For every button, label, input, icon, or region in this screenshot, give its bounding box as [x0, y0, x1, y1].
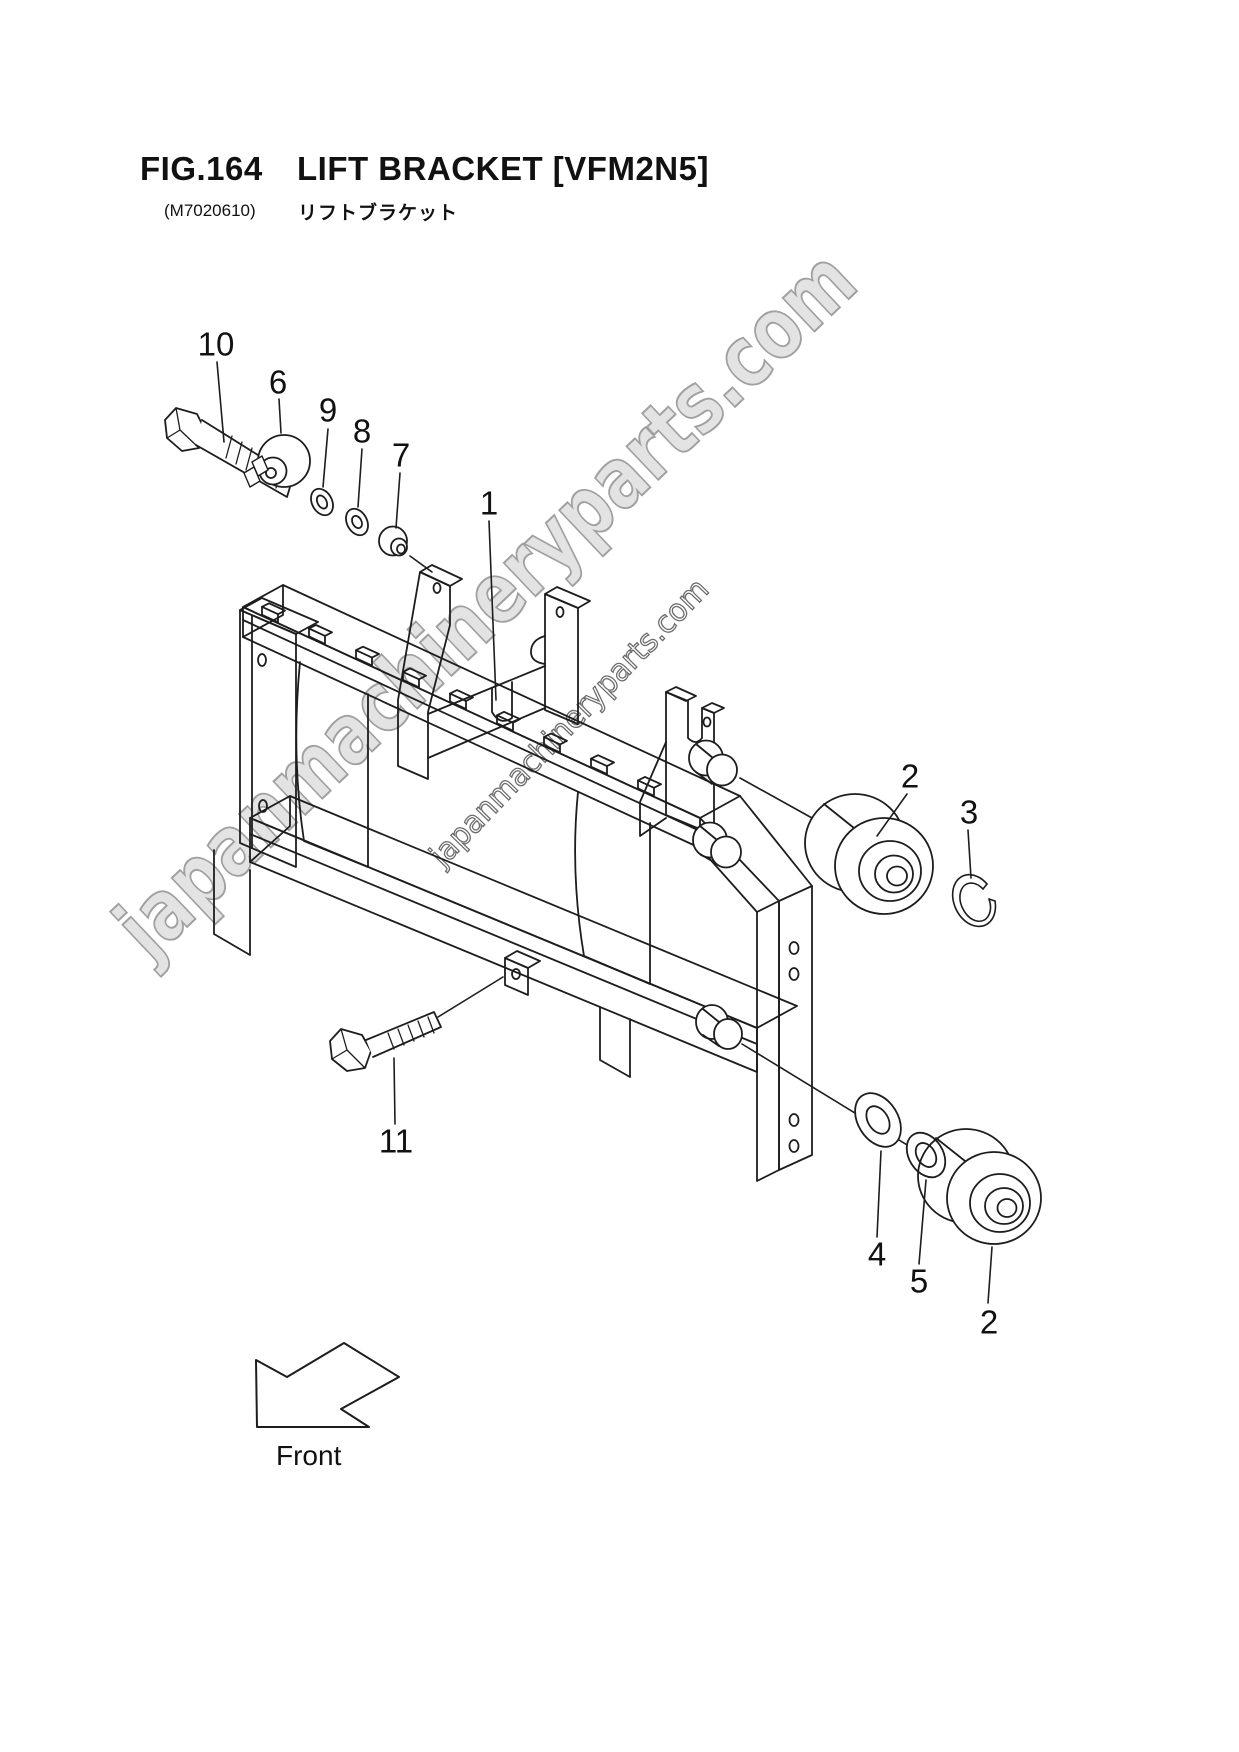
- right-middle-upright: [574, 791, 651, 985]
- right-channel-plate: [756, 885, 813, 1182]
- part-callout-6: 6: [268, 363, 288, 401]
- pin-hole: [555, 606, 565, 618]
- mount-hole: [257, 653, 267, 667]
- part-callout-3: 3: [959, 793, 979, 831]
- bottom-rail: [249, 795, 798, 1073]
- pin-hole: [702, 716, 712, 728]
- left-channel-plate: [239, 597, 319, 868]
- mount-hole: [788, 1139, 800, 1153]
- load-roller-lower: [917, 1128, 1042, 1245]
- mount-hole: [258, 799, 268, 813]
- part-callout-10: 10: [197, 325, 235, 363]
- nut-block: [504, 950, 541, 996]
- leader-lines: [216, 361, 993, 1304]
- snap-ring: [951, 873, 997, 928]
- bolt-11: [329, 1011, 442, 1072]
- front-direction-arrow: [255, 1342, 400, 1428]
- pin-bracket: [639, 686, 725, 837]
- figure-number: FIG.164: [140, 150, 263, 187]
- roller-pin-upper-2: [692, 821, 742, 869]
- roller-pin-lower: [695, 1004, 743, 1050]
- washer-8: [345, 507, 369, 537]
- part-callout-7: 7: [391, 436, 411, 474]
- part-callout-5: 5: [909, 1262, 929, 1300]
- mount-hole: [788, 967, 800, 981]
- right-fork-hook: [599, 1006, 631, 1078]
- roller-pin-upper-1: [688, 739, 738, 787]
- mount-hole: [788, 941, 800, 955]
- left-fork-hook: [213, 849, 251, 956]
- model-code: (M7020610): [164, 201, 256, 220]
- part-callout-2: 2: [900, 757, 920, 795]
- part-callout-1: 1: [479, 484, 499, 522]
- mount-hole: [788, 1113, 800, 1127]
- part-callout-2: 2: [979, 1303, 999, 1341]
- lift-bracket-part1: [397, 564, 591, 780]
- title-japanese: リフトブラケット: [298, 203, 459, 224]
- roller-assembly-6: [243, 434, 311, 488]
- washer-5: [905, 1131, 947, 1179]
- part-callout-9: 9: [318, 391, 338, 429]
- part-callout-8: 8: [352, 412, 372, 450]
- front-direction-label: Front: [276, 1440, 342, 1471]
- page-title: LIFT BRACKET [VFM2N5]: [297, 150, 709, 187]
- part-callout-11: 11: [378, 1122, 414, 1160]
- load-roller-upper: [804, 793, 934, 915]
- bushing-7: [378, 525, 408, 557]
- bolt-hole: [511, 968, 521, 980]
- washer-4: [854, 1092, 902, 1148]
- part-callout-4: 4: [867, 1235, 887, 1273]
- pin-hole: [432, 582, 442, 594]
- washer-9: [310, 487, 334, 517]
- assembly-axis-lines: [739, 777, 936, 1163]
